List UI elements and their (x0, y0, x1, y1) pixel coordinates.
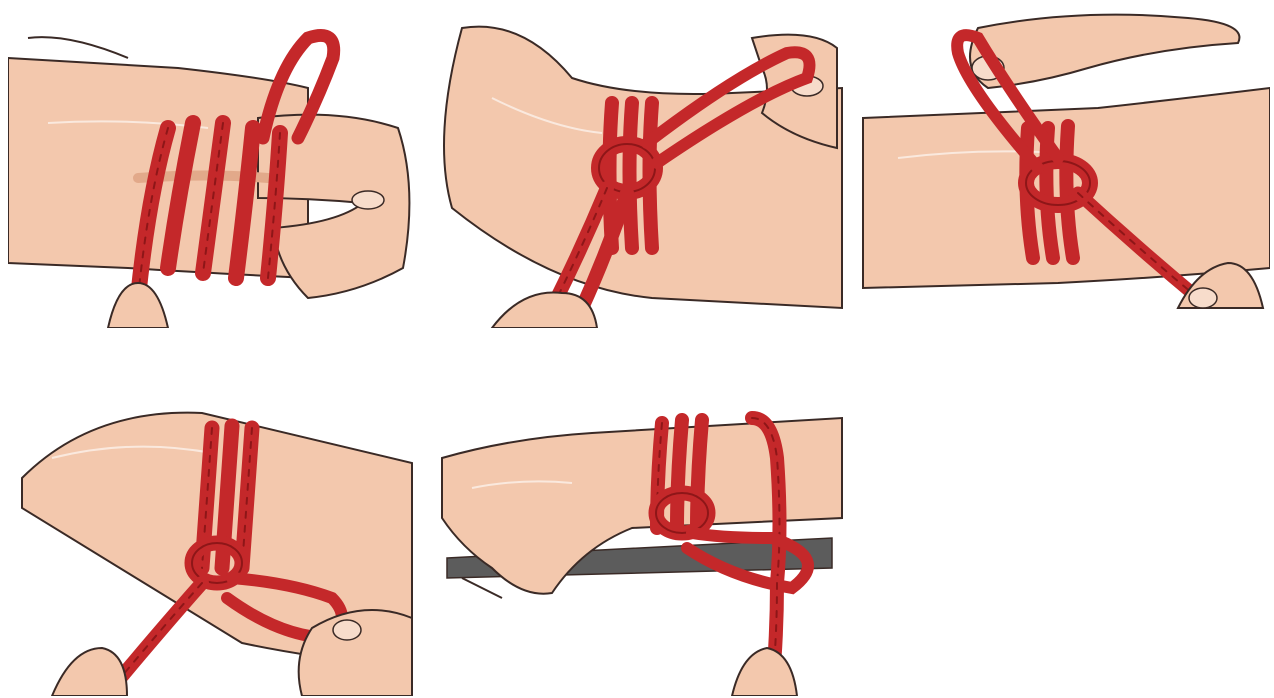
bar-attachment-icon (432, 398, 846, 696)
step-1-panel (8, 28, 420, 328)
knot-tighten-icon (858, 8, 1270, 326)
step-4-panel (12, 398, 424, 696)
step-3-panel (858, 8, 1270, 326)
rope-coils-loop-icon (12, 398, 424, 696)
step-5-panel (432, 398, 846, 696)
double-column-tie-icon (432, 18, 846, 328)
wrist-wrap-coils-icon (8, 28, 420, 328)
step-2-panel (432, 18, 846, 328)
